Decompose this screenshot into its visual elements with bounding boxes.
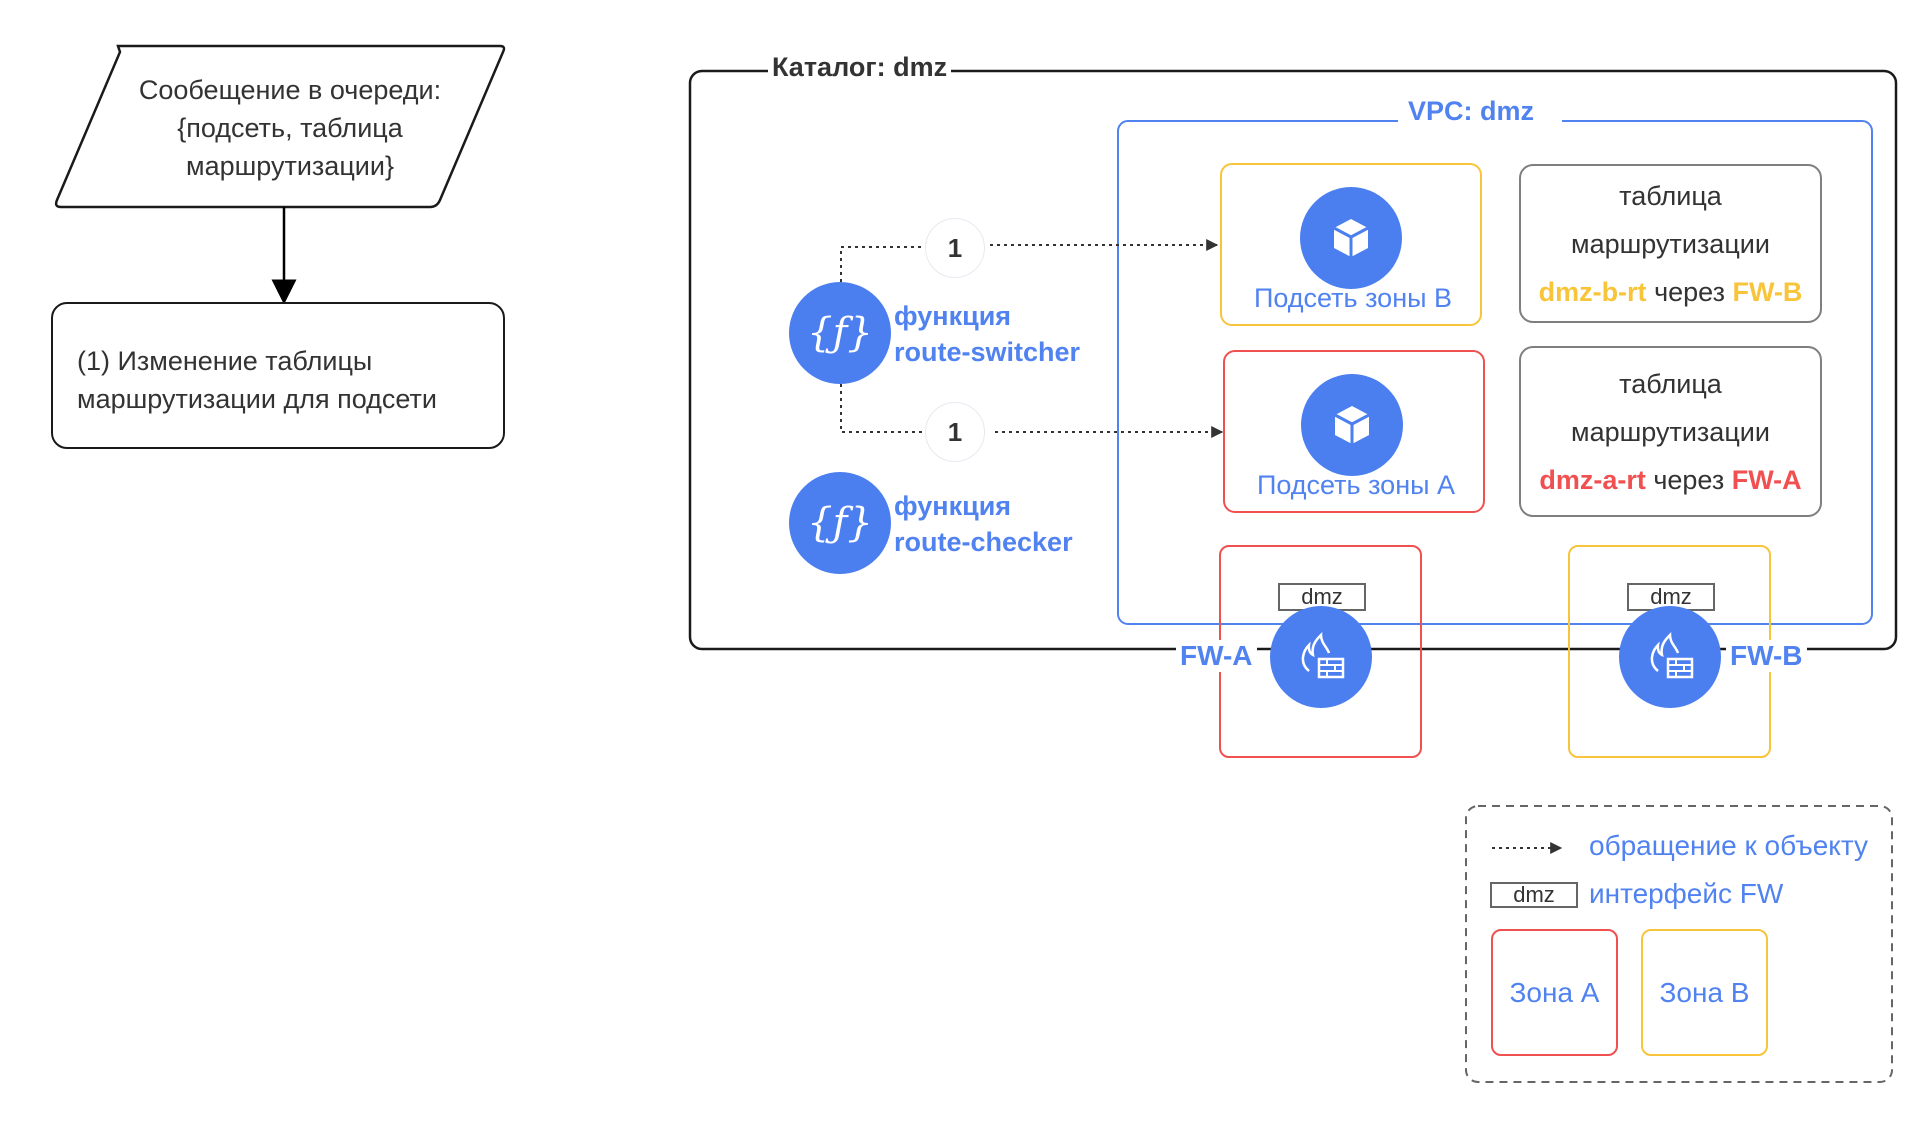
rt-b-line1: таблица — [1619, 180, 1722, 211]
legend-frame — [1465, 805, 1893, 1083]
rt-a-line2: маршрутизации — [1571, 416, 1770, 447]
fn-switcher-line2: route-switcher — [894, 337, 1081, 367]
rt-a-line3: dmz-a-rt через FW-A — [1539, 456, 1801, 504]
access-line-top — [840, 246, 925, 296]
fn-checker-line2: route-checker — [894, 527, 1073, 557]
function-glyph: {ƒ} — [807, 500, 873, 546]
function-glyph: {ƒ} — [807, 310, 873, 356]
subnet-a-label: Подсеть зоны A — [1256, 470, 1456, 500]
fn-switcher-line1: функция — [894, 301, 1012, 331]
queue-message-shape — [54, 44, 506, 209]
firewall-icon[interactable] — [1619, 606, 1721, 708]
route-table-b[interactable]: таблица маршрутизации dmz-b-rt через FW-… — [1519, 164, 1822, 323]
vpc-label: VPC: dmz — [1398, 96, 1563, 127]
access-line-bottom — [840, 384, 925, 433]
function-icon[interactable]: {ƒ} — [789, 472, 891, 574]
function-checker-label: функция route-checker — [894, 488, 1073, 560]
route-change-step: (1) Изменение таблицы маршрутизации для … — [51, 302, 505, 449]
subnet-zone-a[interactable]: Подсеть зоны A — [1223, 350, 1485, 513]
catalog-label: Каталог: dmz — [768, 52, 952, 83]
cube-icon — [1301, 374, 1403, 476]
fn-checker-line1: функция — [894, 491, 1012, 521]
rt-b-name: dmz-b-rt — [1538, 276, 1647, 307]
step-line2: маршрутизации для подсети — [77, 384, 437, 414]
legend-access-label: обращение к объекту — [1589, 830, 1868, 861]
rt-a-fw: FW-A — [1731, 464, 1802, 495]
rt-b-line2: маршрутизации — [1571, 228, 1770, 259]
step-badge-top: 1 — [925, 218, 985, 278]
step-line1: (1) Изменение таблицы — [77, 346, 373, 376]
queue-message-text: Сообещение в очереди: {подсеть, таблица … — [100, 70, 480, 185]
rt-a-line1: таблица — [1619, 368, 1722, 399]
function-switcher-label: функция route-switcher — [894, 298, 1080, 370]
subnet-b-label: Подсеть зоны B — [1253, 283, 1453, 313]
rt-b-fw: FW-B — [1732, 276, 1803, 307]
cube-icon — [1300, 187, 1402, 289]
queue-message-line2: {подсеть, таблица — [177, 112, 403, 143]
subnet-zone-b[interactable]: Подсеть зоны B — [1220, 163, 1482, 326]
function-icon[interactable]: {ƒ} — [789, 282, 891, 384]
rt-b-via: через — [1646, 276, 1733, 307]
queue-message-line3: маршрутизации} — [186, 150, 394, 181]
fw-b-label: FW-B — [1726, 640, 1807, 672]
rt-b-line3: dmz-b-rt через FW-B — [1539, 268, 1803, 316]
legend-iface-label: интерфейс FW — [1589, 878, 1784, 909]
fw-a-interface: dmz — [1278, 583, 1366, 611]
legend-iface-box: dmz — [1490, 882, 1578, 908]
queue-message-line1: Сообещение в очереди: — [138, 74, 442, 105]
step-badge-bottom: 1 — [925, 402, 985, 462]
rt-a-via: через — [1645, 464, 1732, 495]
fw-a-zone[interactable]: dmz — [1219, 545, 1422, 758]
fw-a-label: FW-A — [1176, 640, 1257, 672]
rt-a-name: dmz-a-rt — [1539, 464, 1646, 495]
legend-zone-b: Зона B — [1641, 929, 1768, 1056]
firewall-icon[interactable] — [1270, 606, 1372, 708]
route-table-a[interactable]: таблица маршрутизации dmz-a-rt через FW-… — [1519, 346, 1822, 517]
legend-zone-a: Зона A — [1491, 929, 1618, 1056]
